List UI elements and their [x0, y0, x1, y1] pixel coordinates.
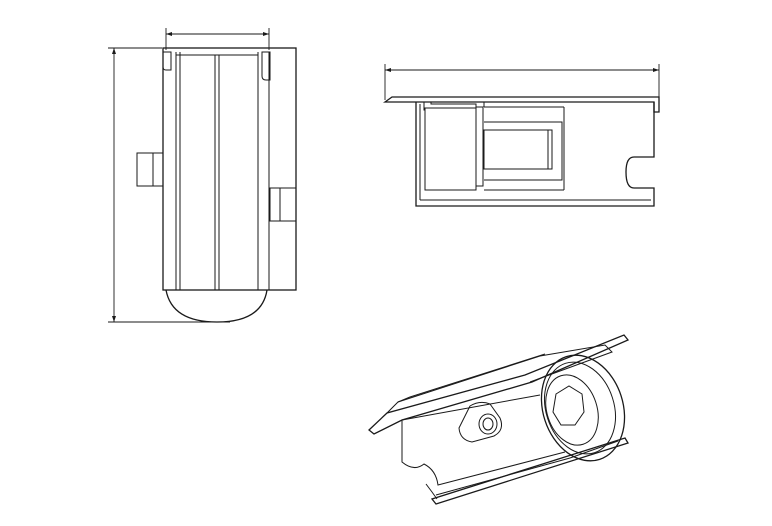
width-dimension — [165, 28, 270, 50]
side-view — [382, 64, 660, 207]
height-dimension — [108, 47, 230, 323]
iso-body — [401, 420, 566, 486]
isometric-view — [368, 334, 630, 505]
iso-inner-hex — [552, 385, 585, 426]
iso-inner-ring — [545, 374, 599, 446]
side-body-outline — [415, 102, 655, 207]
side-clip — [423, 101, 484, 191]
iso-bottom-plate — [430, 437, 629, 505]
iso-outer-ring — [540, 354, 626, 462]
left-side-tab — [136, 152, 164, 187]
front-view — [108, 28, 297, 323]
bottom-dome — [165, 289, 268, 323]
top-rail — [382, 96, 660, 113]
iso-boss — [458, 401, 502, 443]
side-cylinder — [483, 129, 553, 170]
length-dimension — [384, 64, 660, 112]
right-side-tab — [269, 187, 297, 222]
front-body-outline — [162, 47, 297, 291]
iso-top-plate — [368, 334, 630, 435]
